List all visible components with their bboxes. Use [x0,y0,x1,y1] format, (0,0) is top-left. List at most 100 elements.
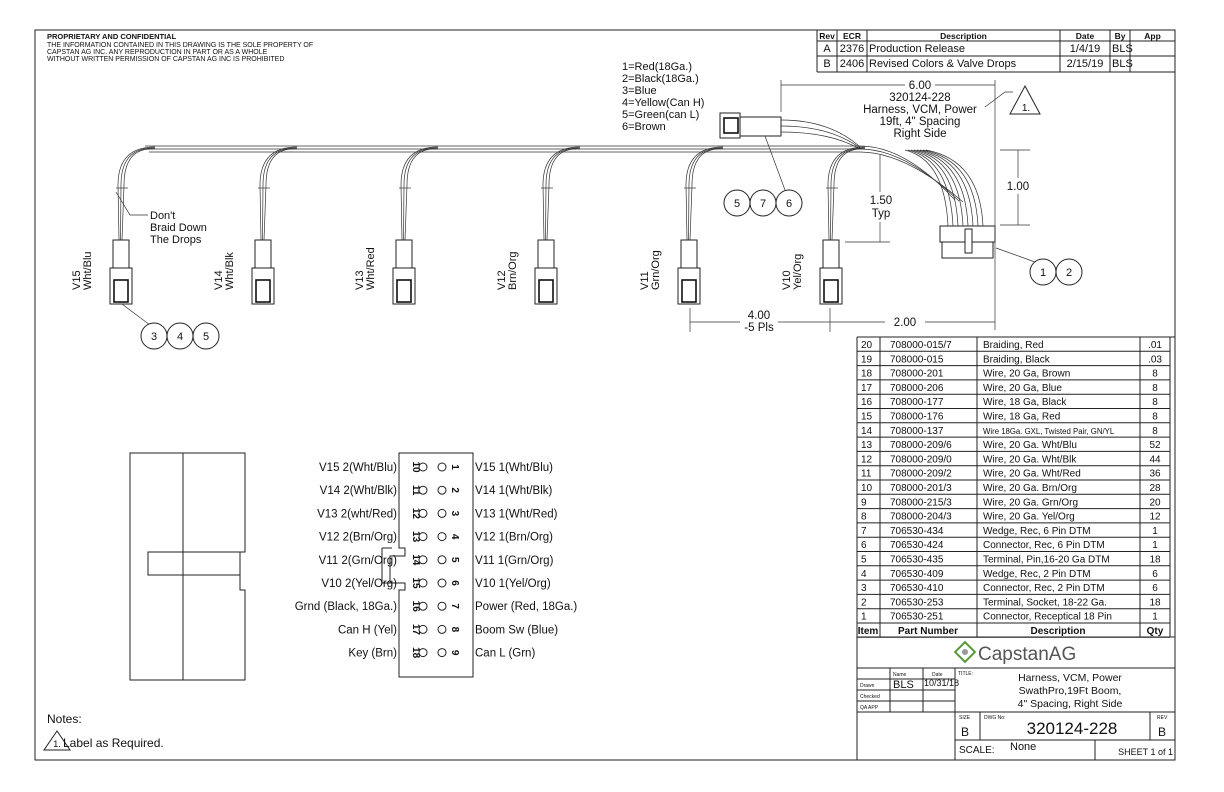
drop-connector [537,239,555,269]
rev-header: App [1144,31,1161,41]
pin-number: 8 [449,627,460,633]
dwg-label: DWG No: [984,715,1005,721]
rev-cell: Revised Colors & Valve Drops [869,58,1017,70]
note-text: Label as Required. [63,736,164,750]
bom-qty: 28 [1149,483,1161,494]
drop-wire [263,148,298,241]
pin-label-right: Can L (Grn) [475,648,535,660]
main-wire [916,149,969,227]
pin-number: 14 [410,554,421,566]
drop-valve: V11 [639,271,651,290]
rev-cell: 2/15/19 [1067,58,1104,70]
dim-height: 1.00 [1007,181,1029,193]
drop-wire [688,147,724,241]
title-label: TITLE: [958,671,973,677]
bom-description: Braiding, Red [983,340,1044,351]
drop-wire [259,146,298,241]
dim-drop: 1.50 [870,195,892,207]
bom-description: Wire, 18 Ga, Black [983,397,1067,408]
sheet-number: SHEET 1 of 1 [1118,747,1173,757]
bom-item: 2 [861,597,867,608]
bom-qty: .03 [1148,354,1162,365]
bom-qty: 52 [1149,440,1161,451]
drop-wedge [681,279,697,303]
pin-label-right: V11 1(Grn/Org) [475,555,554,567]
drawing-title-line: Harness, VCM, Power [1018,672,1122,684]
drop-valve: V10 [781,270,793,290]
pin-number: 10 [410,461,421,473]
rev-cell: 2406 [840,58,864,70]
balloon-number: 6 [786,198,792,210]
leader-line [121,303,151,326]
main-wire [919,149,974,227]
drop-valve: V13 [354,270,366,290]
pin-label-right: Boom Sw (Blue) [475,624,558,636]
bom-description: Wire 18Ga. GXL, Twisted Pair, GN/YL [983,427,1115,436]
dim-end: 2.00 [894,317,916,329]
bom-item: 14 [861,426,873,437]
bom-item: 20 [861,340,873,351]
drawn-by: BLS [893,679,914,691]
pin-number: 1 [449,464,460,470]
drop-connector [254,239,272,269]
date-header: Date [932,672,943,678]
legend-line: 6=Brown [622,121,666,133]
balloon-number: 2 [1066,267,1072,279]
pin-label-right: Power (Red, 18Ga.) [475,601,577,613]
bom-part-number: 708000-201 [890,369,944,380]
drop-wire [262,147,298,241]
balloon-number: 7 [760,198,766,210]
pin-cavity [437,508,447,518]
balloon-six-pin: 5 [723,189,751,217]
bom-description: Wire, 20 Ga. Grn/Org [983,497,1078,508]
notice-line: THE INFORMATION CONTAINED IN THIS DRAWIN… [47,42,313,49]
notice-line: CAPSTAN AG INC. ANY REPRODUCTION IN PART… [47,49,268,56]
drop-wire [542,146,581,241]
legend-line: 4=Yellow(Can H) [622,97,704,109]
bom-part-number: 708000-201/3 [890,483,952,494]
drop-wire [685,146,724,241]
bom-header: Part Number [898,626,958,637]
rev-header: Description [940,31,987,41]
main-wire [922,149,979,227]
bom-item: 9 [861,497,867,508]
rev-cell: BLS [1112,43,1133,55]
six-pin-wire [780,119,861,148]
pin-label-left: Can H (Yel) [338,624,397,636]
rev-cell: BLS [1112,58,1133,70]
sheet-size: B [961,725,969,739]
drawn-label: Drawn [860,683,875,689]
bom-item: 11 [861,469,872,480]
bom-part-number: 708000-209/2 [890,469,952,480]
bom-part-number: 708000-209/0 [890,454,952,465]
bom-item: 6 [861,540,867,551]
balloon-six-pin: 7 [749,189,777,217]
bom-part-number: 706530-435 [890,555,944,566]
bom-item: 12 [861,454,873,465]
bom-qty: 18 [1149,597,1161,608]
receptacle-face [389,452,474,678]
pin-label-right: V12 1(Brn/Org) [475,532,553,544]
six-pin-wire [780,131,861,150]
pin-number: 9 [449,650,460,656]
drop-connector [822,239,840,269]
bom-item: 3 [861,583,867,594]
drop-wedge [113,279,129,303]
bom-item: 7 [861,526,867,537]
notice-line: WITHOUT WRITTEN PERMISSION OF CAPSTAN AG… [47,56,284,63]
note-flag-text: 1. [53,739,61,749]
bom-description: Terminal, Socket, 18-22 Ga. [983,597,1107,608]
drop-label: V11Grn/Org [639,250,662,290]
legend-line: 2=Black(18Ga.) [622,73,699,85]
rev-header: ECR [843,31,861,41]
main-wire [925,149,984,227]
bom-item: 18 [861,369,873,380]
balloon-number: 5 [734,198,740,210]
note-flag-triangle-icon: 1. [43,730,71,751]
